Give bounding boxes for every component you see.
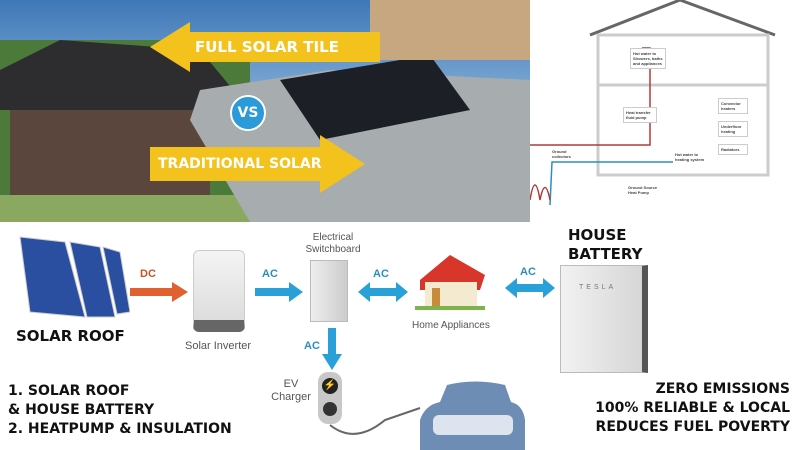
- tesla-logo: TESLA: [579, 284, 617, 291]
- switchboard-icon: [310, 260, 348, 322]
- ac-label: AC: [520, 266, 536, 278]
- ac-arrow-icon: [255, 282, 303, 302]
- ev-charger-icon: ⚡: [318, 372, 342, 424]
- list-item-2: 2. HEATPUMP & INSULATION: [8, 421, 232, 437]
- underfloor-label: Underfloor heating: [718, 121, 748, 137]
- gshp-label: Ground Source Heat Pump: [626, 183, 666, 197]
- solar-comparison-photo: FULL SOLAR TILE VS TRADITIONAL SOLAR: [0, 0, 530, 222]
- ac-double-arrow-icon: [358, 282, 408, 302]
- benefit-reliable: 100% RELIABLE & LOCAL: [595, 400, 790, 416]
- ac-label: AC: [262, 268, 278, 280]
- home-appliances-label: Home Appliances: [412, 320, 490, 331]
- solar-roof-label: SOLAR ROOF: [16, 327, 125, 345]
- vs-badge: VS: [230, 95, 266, 131]
- hot-water-label: Hot water to Showers, baths and applianc…: [630, 48, 666, 69]
- ac-label: AC: [373, 268, 389, 280]
- ac-down-arrow-icon: [322, 328, 342, 370]
- car-icon: [329, 381, 525, 450]
- benefit-fuel-poverty: REDUCES FUEL POVERTY: [595, 419, 790, 435]
- dc-label: DC: [140, 268, 156, 280]
- tesla-battery-icon: TESLA: [560, 265, 648, 373]
- solar-inverter-label: Solar Inverter: [185, 340, 252, 352]
- ac-double-arrow-icon: [505, 278, 555, 298]
- solar-inverter-icon: [193, 250, 245, 332]
- lightning-icon: ⚡: [322, 378, 338, 394]
- arrow-full-solar-tile: FULL SOLAR TILE: [150, 22, 380, 72]
- convector-label: Convector heaters: [718, 98, 748, 114]
- house-battery-label: HOUSE BATTERY: [568, 226, 643, 263]
- ground-collectors-label: Ground collectors: [552, 149, 571, 159]
- benefit-zero-emissions: ZERO EMISSIONS: [655, 381, 790, 397]
- roof-scene: [0, 0, 530, 222]
- list-item-1: 1. SOLAR ROOF: [8, 383, 130, 399]
- heatpump-diagram: Hot water to Showers, baths and applianc…: [530, 0, 800, 210]
- fluid-pump-label: Heat transfer fluid pump: [623, 107, 657, 123]
- ev-charger-label: EV Charger: [271, 378, 311, 403]
- arrow-traditional-solar: TRADITIONAL SOLAR: [150, 135, 365, 193]
- switchboard-label: Electrical Switchboard: [305, 232, 361, 255]
- heating-system-label: Hot water to heating system: [673, 150, 713, 164]
- dc-arrow-icon: [130, 282, 188, 302]
- house-icon: [415, 255, 485, 310]
- radiators-label: Radiators: [718, 144, 748, 155]
- list-item-1b: & HOUSE BATTERY: [8, 402, 155, 418]
- ac-label: AC: [304, 340, 320, 352]
- solar-panel-icon: [19, 236, 130, 318]
